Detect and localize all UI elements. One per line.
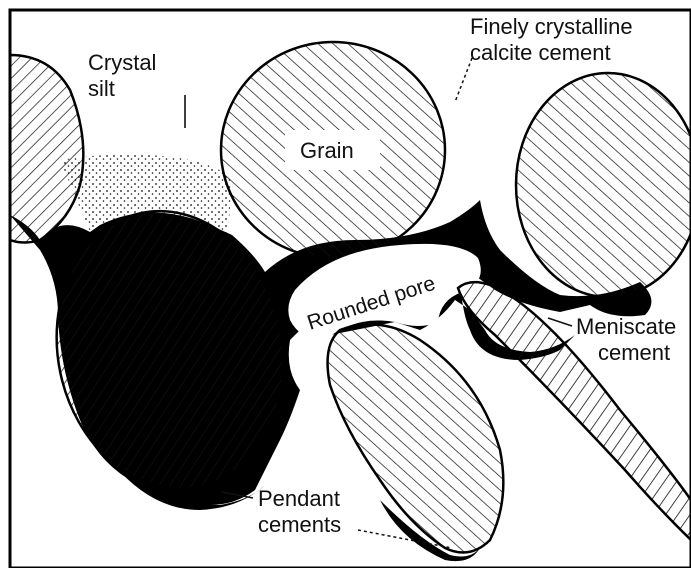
label-grain: Grain	[300, 138, 354, 163]
label-pendant: Pendant	[258, 486, 340, 511]
grain-top-right	[516, 73, 691, 297]
label-meniscate-cement: cement	[598, 340, 670, 365]
label-silt: silt	[88, 76, 115, 101]
label-crystal: Crystal	[88, 50, 156, 75]
label-meniscate: Meniscate	[576, 314, 676, 339]
label-finely-crystalline: Finely crystalline	[470, 14, 633, 39]
label-pendant-cements: cements	[258, 512, 341, 537]
label-calcite-cement: calcite cement	[470, 40, 611, 65]
